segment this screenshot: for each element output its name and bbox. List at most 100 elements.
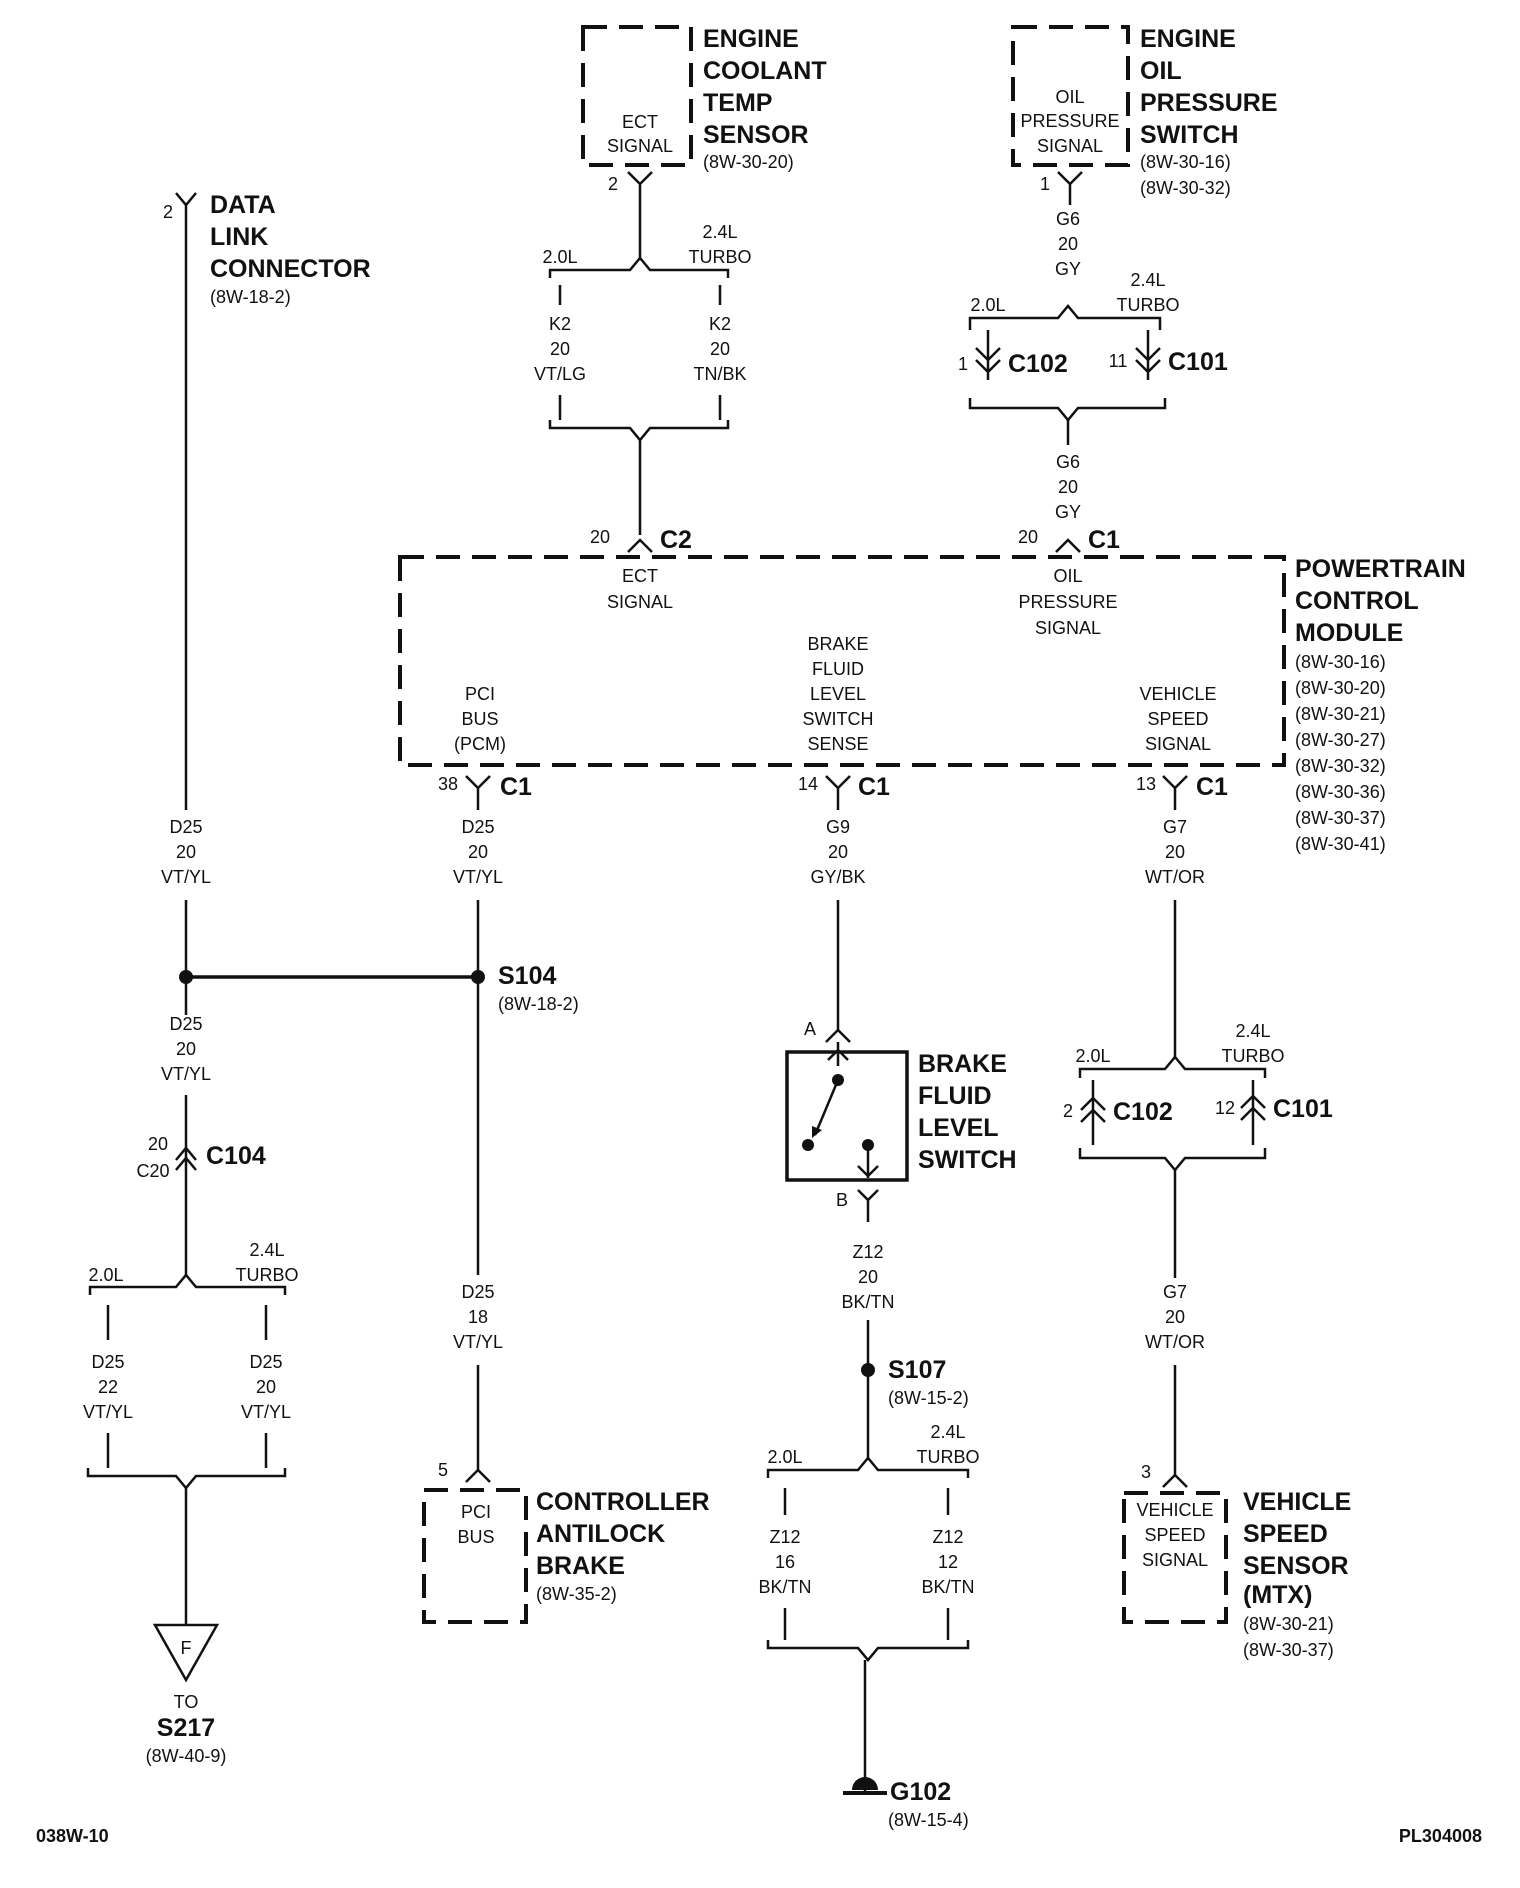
oil-branch-turbo: TURBO <box>1117 295 1180 315</box>
vss-sensor: VEHICLE SPEED SIGNAL VEHICLE SPEED SENSO… <box>1122 1488 1351 1660</box>
oil-branch-top <box>968 304 1162 330</box>
brake-switch-lead-top <box>827 1042 849 1066</box>
dlc-branch-bottom <box>86 1468 287 1490</box>
ground-ref: (8W-15-4) <box>888 1810 969 1830</box>
z12-16-color: BK/TN <box>758 1577 811 1597</box>
pcm-c1-brake-connector <box>825 775 851 810</box>
pcm-c1-oil-connector <box>1055 538 1081 553</box>
pcm-brake-2: FLUID <box>812 659 864 679</box>
oil-title-2: OIL <box>1140 57 1182 85</box>
d25-a-gauge: 20 <box>176 842 196 862</box>
ground-label: G102 <box>890 1778 951 1806</box>
cab-title-3: BRAKE <box>536 1552 625 1580</box>
pcm-c1-vss-pin: 13 <box>1136 774 1156 794</box>
cab-signal-2: BUS <box>457 1527 494 1547</box>
pcm-c1-vss-label: C1 <box>1196 773 1228 801</box>
d25-22-gauge: 22 <box>98 1377 118 1397</box>
offpage-letter: F <box>181 1638 192 1658</box>
brake-title-1: BRAKE <box>918 1050 1007 1078</box>
c104-pin-top: 20 <box>148 1134 168 1154</box>
pcm-title-3: MODULE <box>1295 619 1403 647</box>
z12-20-gauge: 20 <box>858 1267 878 1287</box>
s104-label: S104 <box>498 962 556 990</box>
g7-bottom-color: WT/OR <box>1145 1332 1205 1352</box>
pcm-brake-1: BRAKE <box>807 634 868 654</box>
pcm-pci-3: (PCM) <box>454 734 506 754</box>
vss-branch-turbo: TURBO <box>1222 1046 1285 1066</box>
z12-16-gauge: 16 <box>775 1552 795 1572</box>
pcm-c2-pin: 20 <box>590 527 610 547</box>
vss-sensor-pin: 3 <box>1141 1462 1151 1482</box>
g6-top-color: GY <box>1055 259 1081 279</box>
pcm-brake-3: LEVEL <box>810 684 866 704</box>
cab-title-1: CONTROLLER <box>536 1488 710 1516</box>
oil-switch: ENGINE OIL PRESSURE SWITCH (8W-30-16) (8… <box>1011 25 1278 198</box>
ect-branch-24l: 2.4L <box>702 222 737 242</box>
brake-title-2: FLUID <box>918 1082 992 1110</box>
s107-branch-top <box>766 1456 970 1478</box>
vss-c101-pin: 12 <box>1215 1098 1235 1118</box>
d25-c-gauge: 20 <box>468 842 488 862</box>
ect-branch-top <box>548 256 730 278</box>
d25-a-color: VT/YL <box>161 867 211 887</box>
z12-12-code: Z12 <box>932 1527 963 1547</box>
d25-18-color: VT/YL <box>453 1332 503 1352</box>
g6-bottom-code: G6 <box>1056 452 1080 472</box>
brake-title-4: SWITCH <box>918 1146 1017 1174</box>
ect-title-1: ENGINE <box>703 25 799 53</box>
dlc-title-2: LINK <box>210 223 268 251</box>
vss-branch-24l: 2.4L <box>1235 1021 1270 1041</box>
c104-pin-bottom: C20 <box>136 1161 169 1181</box>
g7-bottom-code: G7 <box>1163 1282 1187 1302</box>
z12-20-code: Z12 <box>852 1242 883 1262</box>
k2-left-color: VT/LG <box>534 364 586 384</box>
cab: PCI BUS CONTROLLER ANTILOCK BRAKE (8W-35… <box>422 1488 710 1624</box>
offpage-triangle <box>152 1623 220 1683</box>
ground-dome <box>852 1777 878 1790</box>
offpage-ref: (8W-40-9) <box>146 1746 227 1766</box>
oil-branch-20l: 2.0L <box>970 295 1005 315</box>
s107-branch-turbo: TURBO <box>917 1447 980 1467</box>
s107-branch-20l: 2.0L <box>767 1447 802 1467</box>
vss-title-2: SPEED <box>1243 1520 1328 1548</box>
dlc-title-1: DATA <box>210 191 276 219</box>
dlc-ref: (8W-18-2) <box>210 287 291 307</box>
d25-b-color: VT/YL <box>161 1064 211 1084</box>
s104-ref: (8W-18-2) <box>498 994 579 1014</box>
s107-branch-bottom <box>766 1640 970 1662</box>
oil-c102-connector <box>975 330 1001 380</box>
brake-switch-box <box>785 1050 909 1182</box>
k2-left-gauge: 20 <box>550 339 570 359</box>
dlc-connector-wire <box>175 192 197 810</box>
pcm-title-2: CONTROL <box>1295 587 1419 615</box>
pcm: POWERTRAIN CONTROL MODULE (8W-30-16) (8W… <box>398 555 1466 854</box>
vss-ref-2: (8W-30-37) <box>1243 1640 1334 1660</box>
pcm-c2-label: C2 <box>660 526 692 554</box>
d25-20r-gauge: 20 <box>256 1377 276 1397</box>
ect-sensor-box <box>581 25 693 167</box>
oil-pin: 1 <box>1040 174 1050 194</box>
oil-signal-3: SIGNAL <box>1037 136 1103 156</box>
footer-left-code: 038W-10 <box>36 1826 109 1846</box>
vss-signal-3: SIGNAL <box>1142 1550 1208 1570</box>
pcm-pci-2: BUS <box>461 709 498 729</box>
footer-right-code: PL304008 <box>1399 1826 1482 1846</box>
d25-22-color: VT/YL <box>83 1402 133 1422</box>
cab-ref: (8W-35-2) <box>536 1584 617 1604</box>
brake-switch-pin-a: A <box>804 1019 816 1039</box>
d25-18-code: D25 <box>461 1282 494 1302</box>
d25-20r-color: VT/YL <box>241 1402 291 1422</box>
ect-sensor: ENGINE COOLANT TEMP SENSOR (8W-30-20) EC… <box>581 25 827 194</box>
g9-color: GY/BK <box>810 867 865 887</box>
vss-signal-1: VEHICLE <box>1136 1500 1213 1520</box>
g9-code: G9 <box>826 817 850 837</box>
pcm-pci-1: PCI <box>465 684 495 704</box>
dlc-pin: 2 <box>163 202 173 222</box>
vss-branch-top <box>1078 1055 1267 1078</box>
vss-ref-1: (8W-30-21) <box>1243 1614 1334 1634</box>
d25-a-code: D25 <box>169 817 202 837</box>
oil-c101-label: C101 <box>1168 348 1228 376</box>
dlc: DATA LINK CONNECTOR (8W-18-2) 2 <box>163 191 371 307</box>
pcm-vss-3: SIGNAL <box>1145 734 1211 754</box>
